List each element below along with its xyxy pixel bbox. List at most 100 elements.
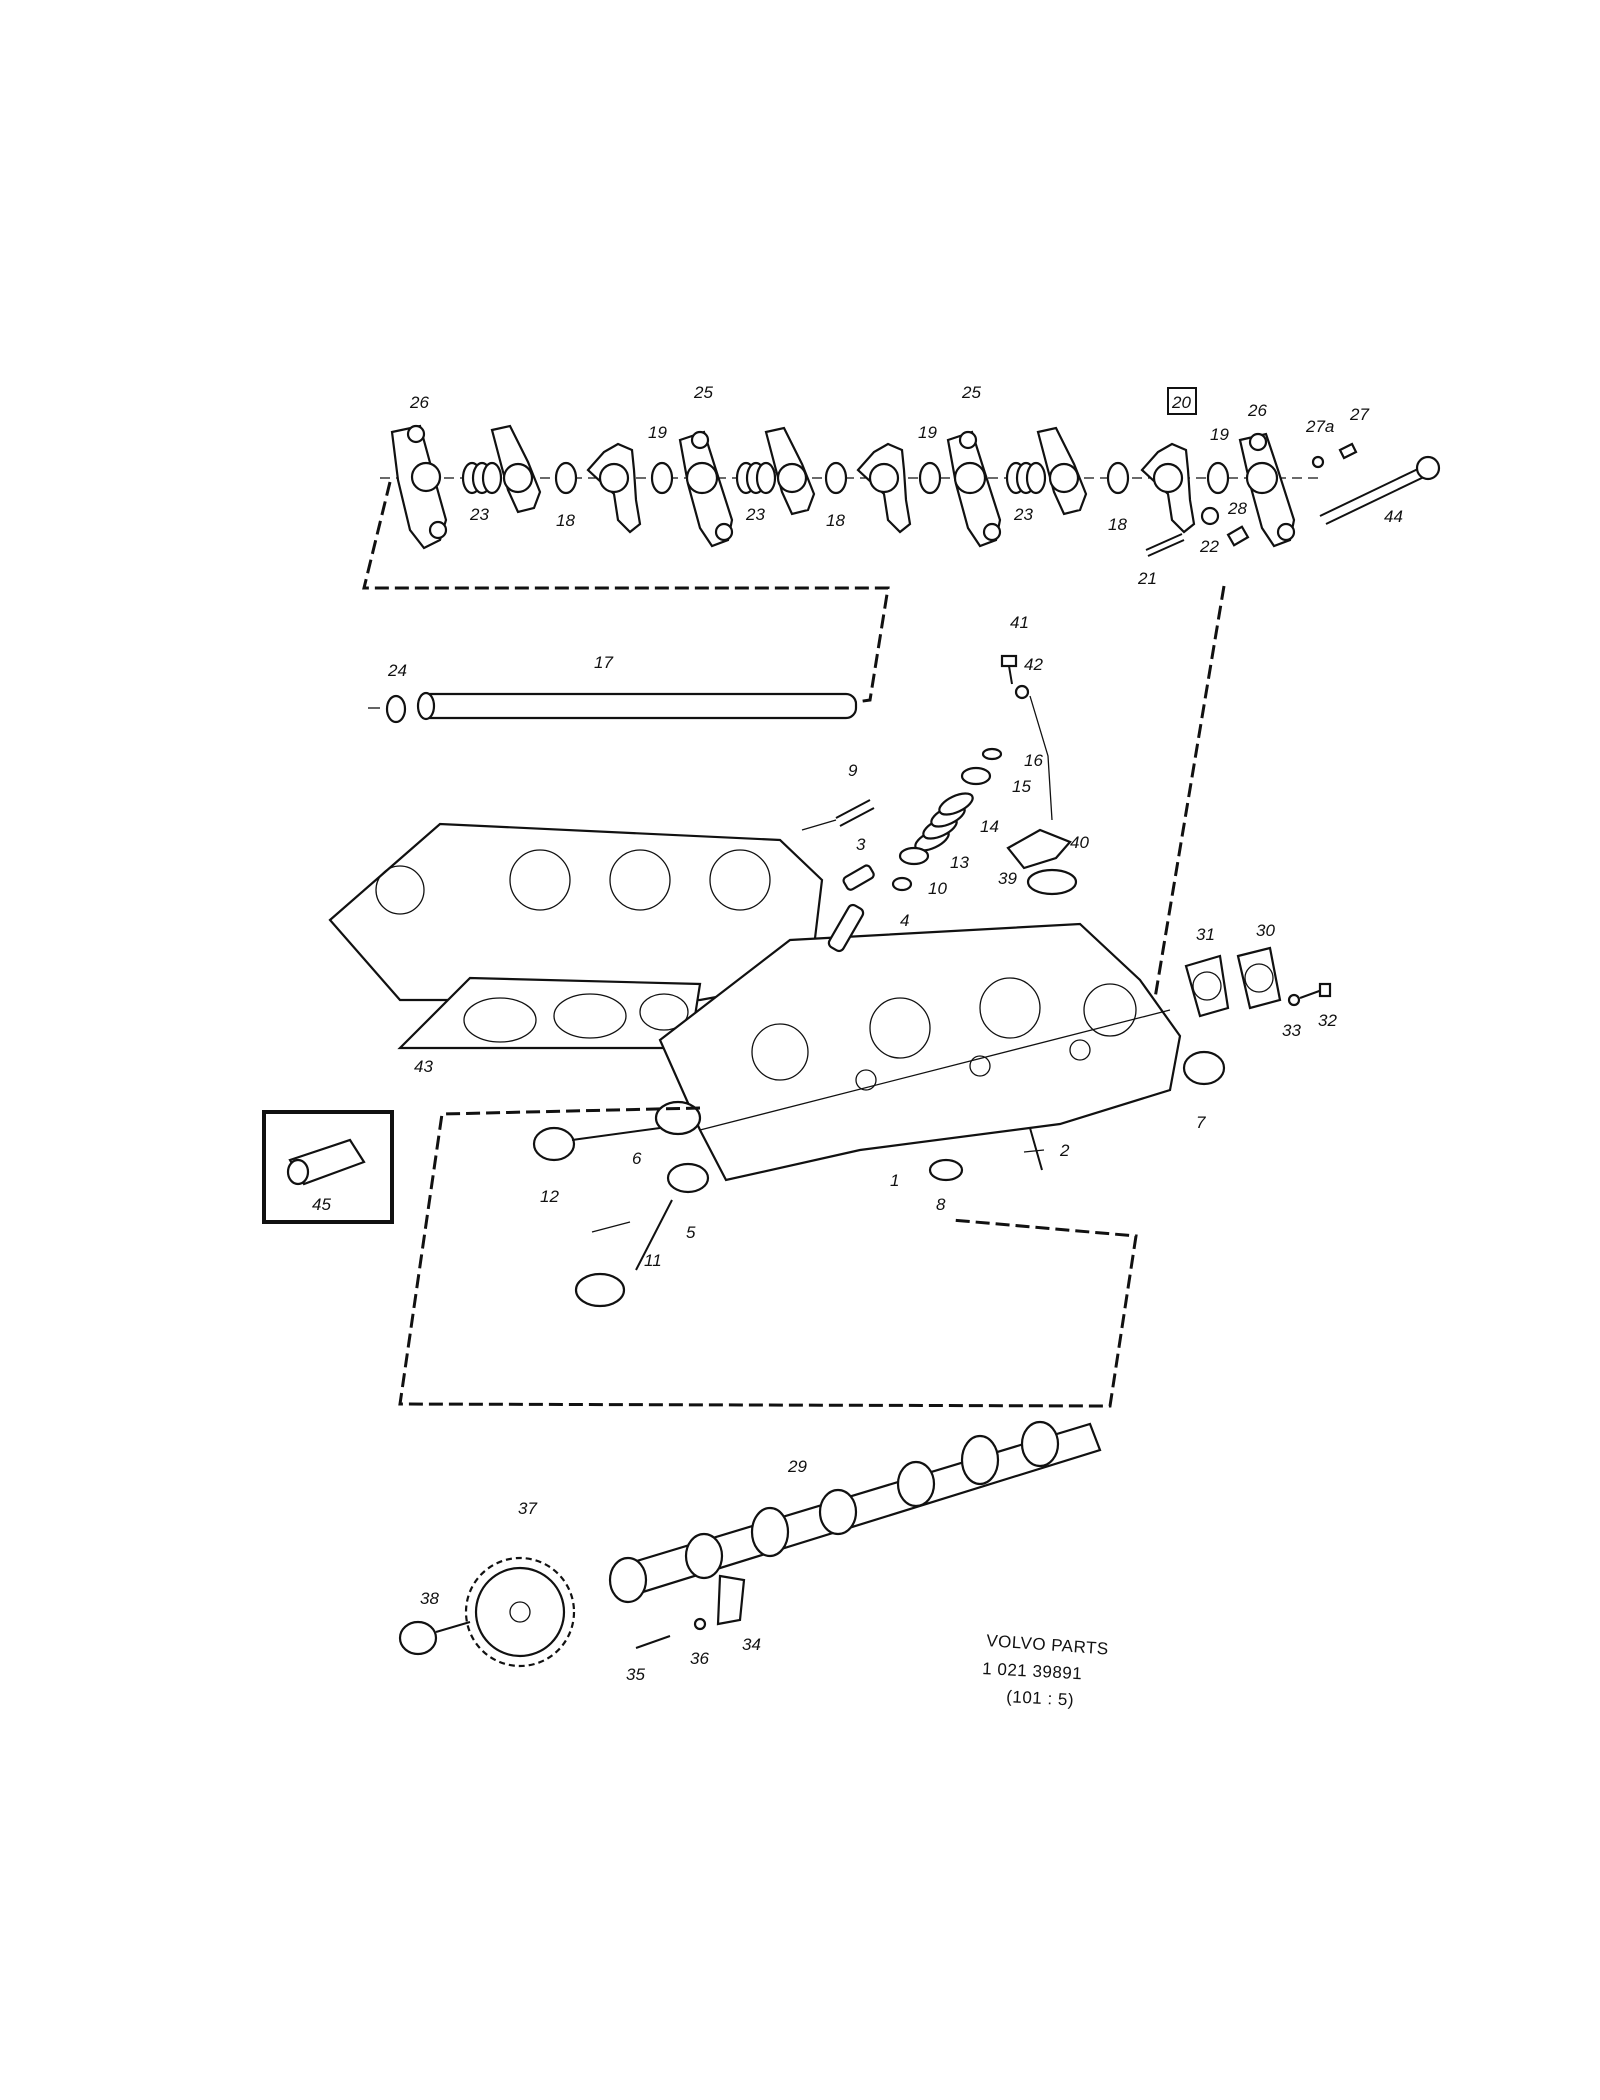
callout-27a: 27a (1305, 417, 1334, 436)
callout-22: 22 (1199, 537, 1219, 556)
spacer-ring-18b (824, 461, 848, 495)
rocker-pedestal-right (1238, 432, 1296, 548)
callout-23b: 23 (745, 505, 765, 524)
callout-5: 5 (686, 1223, 696, 1242)
inset-box-45 (262, 1110, 394, 1224)
rocker-arm-2 (586, 442, 642, 534)
rocker-spring-left (461, 461, 503, 495)
callout-21: 21 (1137, 569, 1157, 588)
plug-7 (1182, 1050, 1226, 1086)
rocker-pedestal-25a (678, 430, 734, 548)
leader-41-40 (1029, 695, 1053, 821)
callout-18b: 18 (826, 511, 845, 530)
callout-7: 7 (1196, 1113, 1206, 1132)
cylinder-head-1 (658, 922, 1182, 1182)
callout-19c: 19 (1210, 425, 1229, 444)
rocker-arm-4 (856, 442, 912, 534)
valve-12 (532, 1126, 661, 1162)
callout-19b: 19 (918, 423, 937, 442)
rocker-pedestal-left (390, 424, 448, 550)
bolt-41 (1000, 654, 1018, 685)
valve-spring-14 (914, 792, 974, 852)
callout-29: 29 (787, 1457, 807, 1476)
callout-19a: 19 (648, 423, 667, 442)
rocker-pedestal-25b (946, 430, 1002, 548)
callout-13: 13 (950, 853, 969, 872)
rocker-arm-3 (764, 426, 816, 516)
head-gasket-43 (397, 976, 702, 1050)
stud-9 (835, 799, 875, 827)
callout-28: 28 (1227, 499, 1247, 518)
sprocket-bolt-38 (398, 1620, 471, 1656)
rocker-spring-mid (735, 461, 777, 495)
valve-11 (574, 1199, 673, 1308)
callout-15: 15 (1012, 777, 1031, 796)
callout-8: 8 (936, 1195, 946, 1214)
callout-20: 20 (1171, 393, 1191, 412)
callout-45: 45 (312, 1195, 331, 1214)
callout-26b: 26 (1247, 401, 1267, 420)
spacer-ring-19b (918, 461, 942, 495)
stud-2 (1029, 1127, 1043, 1171)
camshaft-sprocket-37 (464, 1556, 576, 1668)
callout-12: 12 (540, 1187, 559, 1206)
callout-1: 1 (890, 1171, 899, 1190)
valve-guide-3 (842, 864, 875, 891)
callout-23c: 23 (1013, 505, 1033, 524)
callout-38: 38 (420, 1589, 439, 1608)
rocker-shaft (368, 691, 858, 721)
spacer-ring-19c (1206, 461, 1230, 495)
spacer-ring-18a (554, 461, 578, 495)
callout-32: 32 (1318, 1011, 1337, 1030)
callout-18c: 18 (1108, 515, 1127, 534)
callout-16: 16 (1024, 751, 1043, 770)
rocker-arm-5 (1036, 426, 1088, 516)
callout-40: 40 (1070, 833, 1089, 852)
callout-36: 36 (690, 1649, 709, 1668)
callout-43: 43 (414, 1057, 433, 1076)
callout-24: 24 (387, 661, 407, 680)
callout-11: 11 (644, 1251, 662, 1270)
connector-line-rocker-shaft (362, 481, 890, 704)
callout-44: 44 (1384, 507, 1403, 526)
callout-26a: 26 (409, 393, 429, 412)
cover-31 (1184, 954, 1230, 1018)
rocker-arm-1 (490, 424, 542, 514)
callout-39: 39 (998, 869, 1017, 888)
callout-9: 9 (848, 761, 858, 780)
callout-35: 35 (626, 1665, 645, 1684)
callout-4: 4 (900, 911, 909, 930)
callout-23a: 23 (469, 505, 489, 524)
callout-2: 2 (1059, 1141, 1070, 1160)
callout-3: 3 (856, 835, 866, 854)
camshaft-29 (608, 1420, 1102, 1604)
spacer-ring-19a (650, 461, 674, 495)
callout-33: 33 (1282, 1021, 1301, 1040)
gasket-30 (1236, 946, 1282, 1010)
thrust-plate-34 (716, 1574, 746, 1626)
callout-25a: 25 (693, 383, 713, 402)
callout-31: 31 (1196, 925, 1215, 944)
caption-part-number: 1 021 39891 (982, 1659, 1083, 1683)
bolt-35 (635, 1635, 671, 1649)
callout-18a: 18 (556, 511, 575, 530)
spacer-ring-18c (1106, 461, 1130, 495)
washer-42 (1014, 684, 1030, 700)
callout-42: 42 (1024, 655, 1043, 674)
seal-8 (928, 1158, 964, 1182)
bolt-32 (1299, 982, 1332, 999)
callout-6: 6 (632, 1149, 642, 1168)
callout-14: 14 (980, 817, 999, 836)
shaft-ring-24 (385, 694, 407, 724)
callout-25b: 25 (961, 383, 981, 402)
shaft-bolt-44 (1319, 455, 1441, 525)
callout-labels: 26 23 18 19 25 23 18 19 25 23 18 20 19 2… (312, 383, 1403, 1684)
connector-line-valves-camshaft (398, 1106, 1138, 1408)
small-fasteners-rocker (1145, 442, 1358, 557)
valve-guide-4 (827, 903, 865, 953)
callout-34: 34 (742, 1635, 761, 1654)
cover-plate-39 (1006, 828, 1072, 870)
caption-reference: (101 : 5) (1006, 1687, 1075, 1710)
